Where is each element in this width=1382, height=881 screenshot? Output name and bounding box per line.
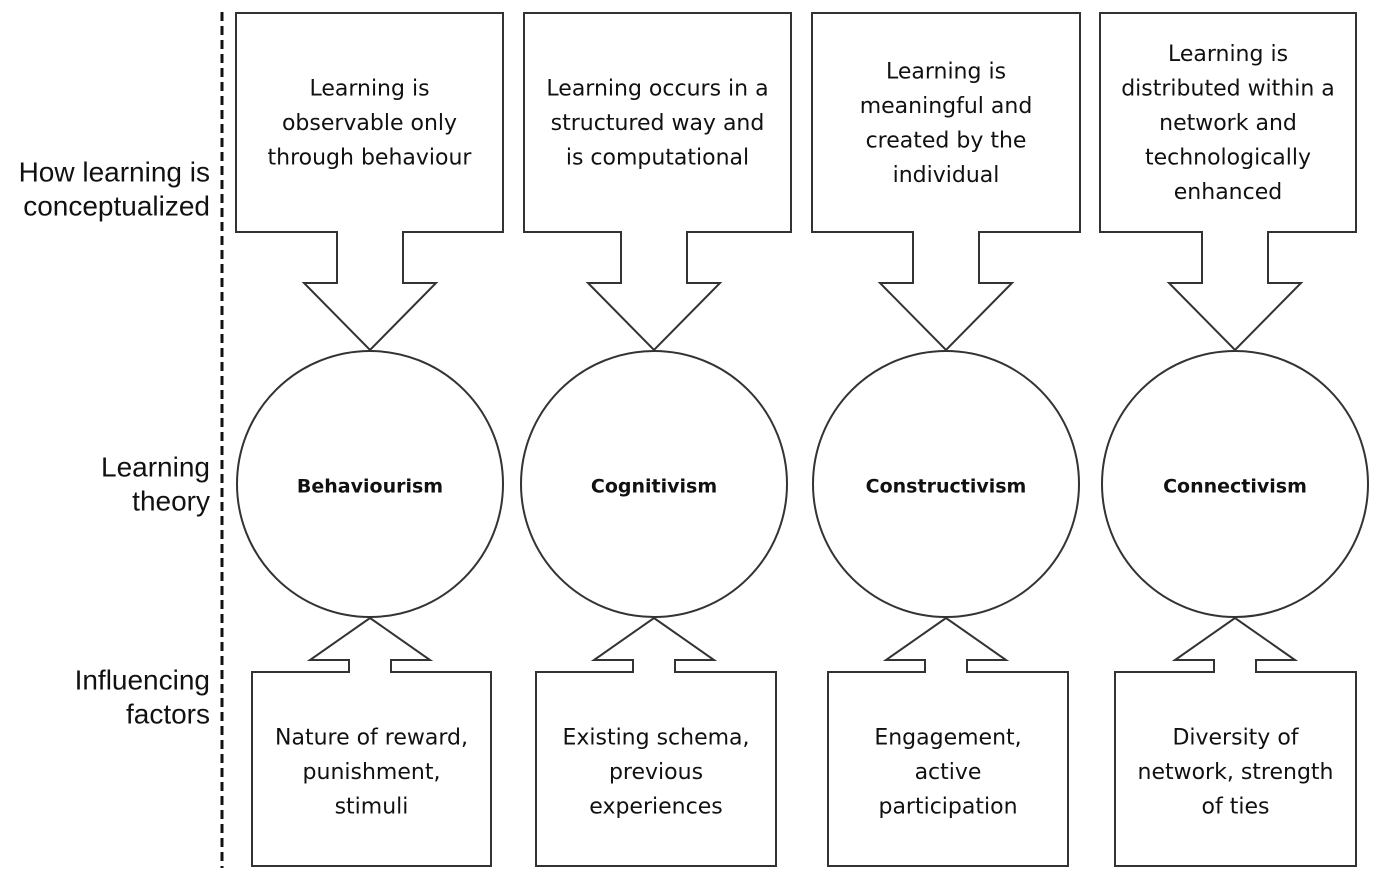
concept-text-line: is computational xyxy=(566,146,749,171)
factors-text-line: stimuli xyxy=(335,795,409,820)
concept-text-line: technologically xyxy=(1145,146,1311,171)
theory-label: Constructivism xyxy=(866,476,1027,498)
factors-text: Diversity of network, strength of ties xyxy=(1138,726,1334,820)
factors-text: Existing schema, previous experiences xyxy=(562,726,749,820)
factors-text-line: Engagement, xyxy=(874,726,1021,751)
concept-text-line: created by the xyxy=(866,128,1027,153)
theory-label: Connectivism xyxy=(1163,476,1307,498)
concept-text-line: meaningful and xyxy=(860,94,1033,119)
concept-text-line: enhanced xyxy=(1174,180,1282,205)
row-label-line: factors xyxy=(126,698,210,729)
concept-text: Learning is meaningful and created by the i… xyxy=(860,59,1033,188)
concept-text: Learning is observable only through behavi… xyxy=(268,77,473,171)
factors-text-line: Existing schema, xyxy=(562,726,749,751)
factors-text: Engagement, active participation xyxy=(874,726,1021,820)
column-behaviourism: Learning is observable only through behavi… xyxy=(235,12,504,867)
concept-text-line: Learning is xyxy=(1168,42,1288,67)
factors-text-line: of ties xyxy=(1202,795,1270,820)
concept-text-line: Learning occurs in a xyxy=(546,77,768,102)
concept-text-line: individual xyxy=(893,163,1000,188)
factors-text-line: experiences xyxy=(589,795,722,820)
concept-text-line: structured way and xyxy=(551,111,765,136)
factors-text-line: Diversity of xyxy=(1172,726,1299,751)
theory-columns: Learning is observable only through behavi… xyxy=(235,12,1369,867)
column-cognitivism: Learning occurs in a structured way and is… xyxy=(520,12,792,867)
factors-text-line: previous xyxy=(609,760,703,785)
concept-text-line: Learning is xyxy=(886,59,1006,84)
concept-text-line: Learning is xyxy=(309,77,429,102)
factors-callout-box xyxy=(1114,616,1357,867)
concept-text-line: network and xyxy=(1159,111,1297,136)
factors-text-line: network, strength xyxy=(1138,760,1334,785)
concept-text: Learning occurs in a structured way and is… xyxy=(546,77,768,171)
column-connectivism: Learning is distributed within a network a… xyxy=(1099,12,1369,867)
theory-label: Cognitivism xyxy=(591,476,717,498)
row-label-line: How learning is xyxy=(19,156,210,187)
factors-callout-box xyxy=(535,616,777,867)
row-label-line: theory xyxy=(132,485,210,516)
factors-callout-box xyxy=(251,616,492,867)
row-label-line: Learning xyxy=(101,451,210,482)
column-constructivism: Learning is meaningful and created by the i… xyxy=(811,12,1081,867)
concept-text-line: observable only xyxy=(282,111,457,136)
row-label-line: Influencing xyxy=(75,664,210,695)
factors-callout-box xyxy=(827,616,1069,867)
concept-callout-box xyxy=(523,12,792,352)
factors-text-line: active xyxy=(915,760,982,785)
concept-text-line: through behaviour xyxy=(268,146,473,171)
concept-callout-box xyxy=(1099,12,1357,352)
theory-label: Behaviourism xyxy=(297,476,443,498)
factors-text-line: participation xyxy=(878,795,1017,820)
concept-text: Learning is distributed within a network a… xyxy=(1121,42,1335,205)
concept-callout-box xyxy=(811,12,1081,352)
concept-text-line: distributed within a xyxy=(1121,77,1335,102)
factors-text-line: Nature of reward, xyxy=(275,726,468,751)
row-label-line: conceptualized xyxy=(23,190,210,221)
concept-callout-box xyxy=(235,12,504,352)
factors-text: Nature of reward, punishment, stimuli xyxy=(275,726,468,820)
factors-text-line: punishment, xyxy=(303,760,441,785)
